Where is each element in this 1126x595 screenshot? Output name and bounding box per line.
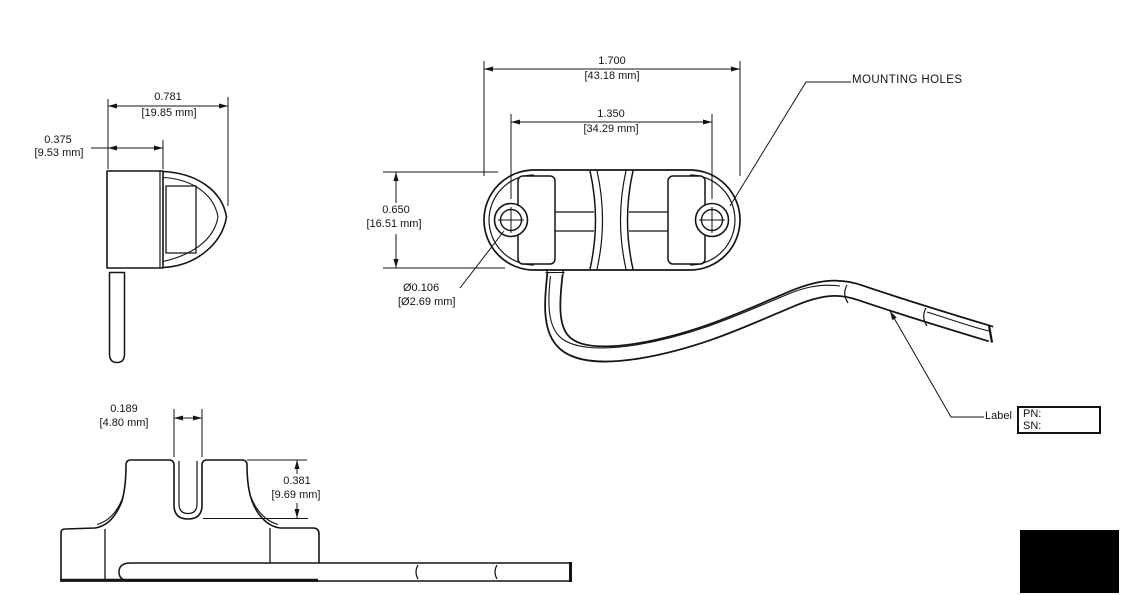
mounting-holes [493,202,730,238]
dim-slot-mm: [4.80 mm] [99,417,149,429]
dim-holedia-mm: [Ø2.69 mm] [398,296,456,308]
bottom-view-geometry [60,459,572,582]
dim-slot-in: 0.189 [110,403,138,415]
dim-width-mm: [19.85 mm] [141,107,197,119]
plan-view-arrowheads [393,66,897,321]
dim-height-mm: [16.51 mm] [364,218,424,230]
dim-width-in: 0.781 [154,91,182,103]
sn-line: SN: [1023,420,1042,432]
plan-view-dimensions [383,61,984,418]
corner-black-block [1020,530,1119,593]
side-view-geometry [106,170,228,364]
side-view-dimensions [91,97,229,206]
dim-length-mm: [43.18 mm] [584,70,640,82]
dim-lens-mm: [9.53 mm] [34,147,84,159]
plan-view-geometry [483,169,741,271]
dim-lens-in: 0.375 [44,134,72,146]
dim-post-mm: [9.69 mm] [269,489,323,501]
mounting-holes-callout: MOUNTING HOLES [852,74,963,86]
dim-length-in: 1.700 [598,55,626,67]
side-view-arrowheads [108,103,228,151]
cable-curve [544,269,994,363]
dim-height-in: 0.650 [380,204,412,216]
bottom-view-arrowheads [174,415,300,518]
label-callout: Label [985,410,1012,422]
pn-line: PN: [1023,408,1042,420]
dim-holedia-in: Ø0.106 [403,282,440,294]
dim-post-in: 0.381 [281,475,313,487]
pn-sn-label-box: PN: SN: [1017,406,1101,434]
dim-holespacing-mm: [34.29 mm] [583,123,639,135]
dim-holespacing-in: 1.350 [597,108,625,120]
